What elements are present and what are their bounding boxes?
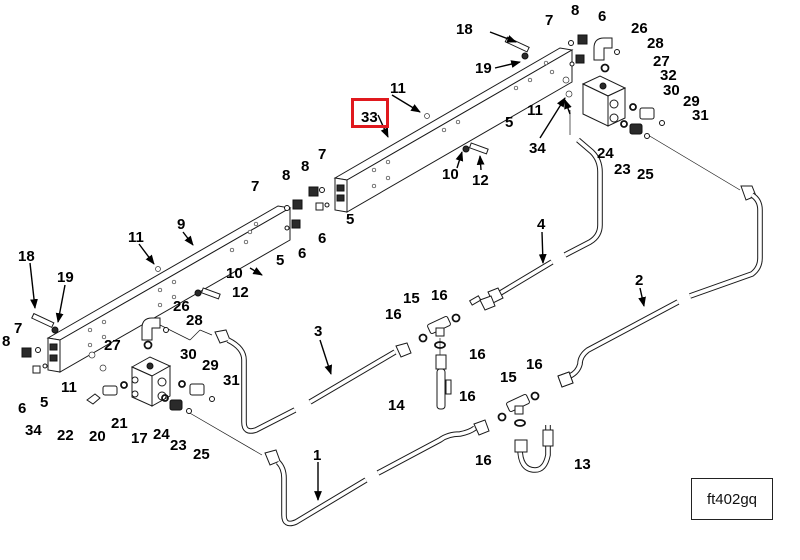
callout-24: 24 (153, 426, 170, 443)
tee-15-upper (418, 295, 496, 349)
callout-19: 19 (57, 269, 74, 286)
callout-20: 20 (89, 428, 106, 445)
callout-6: 6 (598, 8, 606, 25)
callout-11: 11 (128, 229, 144, 246)
callout-10: 10 (226, 265, 243, 282)
callout-23: 23 (614, 161, 631, 178)
callout-12: 12 (232, 284, 249, 301)
figure-id-label: ft402gq (691, 478, 773, 520)
callout-27: 27 (653, 53, 670, 70)
callout-21: 21 (111, 415, 128, 432)
callout-29: 29 (683, 93, 700, 110)
callout-16: 16 (459, 388, 476, 405)
hardware (21, 34, 588, 374)
beam-9 (46, 205, 292, 373)
callout-16: 16 (431, 287, 448, 304)
callout-labels: 1 2 3 4 5 5 5 5 6 6 6 6 7 7 7 7 8 8 8 8 … (2, 2, 709, 473)
callout-25: 25 (193, 446, 210, 463)
callout-5: 5 (346, 211, 354, 228)
callout-15: 15 (403, 290, 420, 307)
tube-2 (557, 134, 763, 388)
callout-18: 18 (18, 248, 35, 265)
callout-13: 13 (574, 456, 591, 473)
callout-15: 15 (500, 369, 517, 386)
beam-33 (333, 47, 574, 213)
callout-11: 11 (61, 379, 77, 396)
callout-16: 16 (469, 346, 486, 363)
tube-3 (159, 324, 412, 434)
callout-5: 5 (40, 394, 48, 411)
rail-beams (46, 47, 574, 373)
callout-26: 26 (173, 298, 190, 315)
callout-leaders (29, 31, 646, 501)
callout-17: 17 (131, 430, 148, 447)
callout-29: 29 (202, 357, 219, 374)
callout-31: 31 (223, 372, 240, 389)
callout-12: 12 (472, 172, 489, 189)
callout-30: 30 (180, 346, 197, 363)
callout-1: 1 (313, 447, 321, 464)
fitting-14 (435, 338, 452, 410)
callout-16: 16 (475, 452, 492, 469)
callout-30: 30 (663, 82, 680, 99)
callout-3: 3 (314, 323, 322, 340)
callout-19: 19 (475, 60, 492, 77)
callout-22: 22 (57, 427, 74, 444)
tube-1 (187, 411, 490, 527)
callout-7: 7 (318, 146, 326, 163)
callout-8: 8 (2, 333, 10, 350)
callout-6: 6 (318, 230, 326, 247)
callout-8: 8 (301, 158, 309, 175)
callout-9: 9 (177, 216, 185, 233)
callout-8: 8 (282, 167, 290, 184)
callout-27: 27 (104, 337, 121, 354)
callout-25: 25 (637, 166, 654, 183)
callout-5: 5 (276, 252, 284, 269)
callout-7: 7 (545, 12, 553, 29)
callout-34: 34 (25, 422, 42, 439)
callout-16: 16 (385, 306, 402, 323)
callout-33: 33 (361, 109, 378, 126)
callout-4: 4 (537, 216, 546, 233)
manifold-17 (86, 317, 215, 414)
callout-18: 18 (456, 21, 473, 38)
callout-7: 7 (251, 178, 259, 195)
callout-34: 34 (529, 140, 546, 157)
callout-8: 8 (571, 2, 579, 19)
callout-10: 10 (442, 166, 459, 183)
callout-6: 6 (18, 400, 26, 417)
manifold-32 (581, 37, 665, 139)
callout-23: 23 (170, 437, 187, 454)
tube-assemblies (159, 110, 763, 527)
callout-7: 7 (14, 320, 22, 337)
highlighted-callout-box (351, 98, 389, 128)
callout-2: 2 (635, 272, 643, 289)
callout-24: 24 (597, 145, 614, 162)
callout-5: 5 (505, 114, 513, 131)
tee-15-lower (497, 371, 574, 427)
tube-13 (514, 425, 554, 473)
callout-28: 28 (647, 35, 664, 52)
callout-28: 28 (186, 312, 203, 329)
callout-32: 32 (660, 67, 677, 84)
callout-14: 14 (388, 397, 405, 414)
callout-11: 11 (390, 80, 406, 97)
callout-26: 26 (631, 20, 648, 37)
callout-16: 16 (526, 356, 543, 373)
callout-31: 31 (692, 107, 709, 124)
callout-11: 11 (527, 102, 543, 119)
callout-6: 6 (298, 245, 306, 262)
